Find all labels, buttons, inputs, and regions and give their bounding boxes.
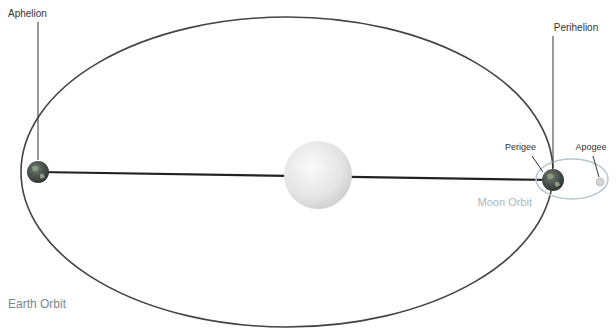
earth-land: [32, 166, 45, 179]
leader-line: [593, 156, 599, 177]
leader-line: [38, 22, 39, 160]
leader-line: [553, 36, 554, 168]
moon: [596, 178, 604, 186]
apsis-label: Apogee: [575, 143, 606, 153]
earth-aphelion: [27, 161, 49, 183]
apsis-label: Perigee: [505, 143, 536, 153]
earth-perihelion: [542, 169, 564, 191]
leader-line: [532, 156, 543, 172]
apsis-label: Perihelion: [554, 22, 598, 33]
moon-orbit: [536, 159, 608, 199]
orbit-label: Moon Orbit: [478, 196, 532, 208]
earth-orbit: [21, 17, 553, 327]
earth-land: [547, 174, 560, 187]
apsis-label: Aphelion: [8, 8, 47, 19]
sun: [284, 141, 352, 209]
orbit-label: Earth Orbit: [8, 298, 66, 311]
